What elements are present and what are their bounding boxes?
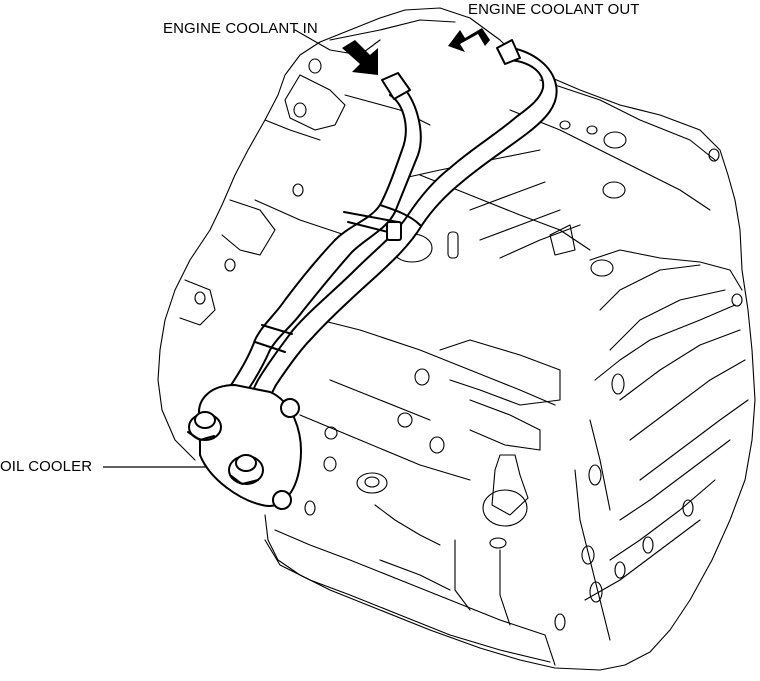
engine-coolant-in-label: ENGINE COOLANT IN [163, 20, 318, 37]
hose-clamps [343, 39, 521, 241]
oil-cooler-label: OIL COOLER [0, 458, 93, 475]
coolant-out-arrow [448, 28, 490, 52]
coolant-in-arrow [342, 40, 378, 75]
oil-cooler [187, 384, 302, 510]
engine-coolant-out-label: ENGINE COOLANT OUT [468, 1, 640, 18]
bolt-bosses [194, 58, 743, 631]
transaxle-case [157, 7, 756, 671]
